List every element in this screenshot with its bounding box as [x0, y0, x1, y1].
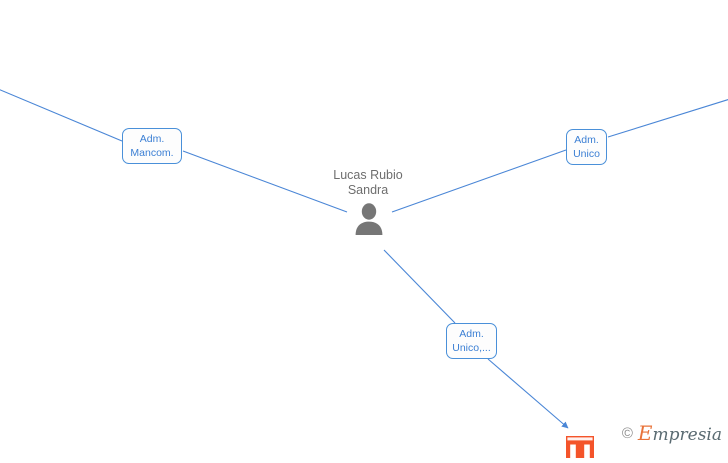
node-company-target[interactable]	[566, 436, 594, 458]
person-node-label-line2: Sandra	[347, 183, 389, 197]
edge-unico-multi-company	[487, 358, 569, 429]
edge-label-adm-mancom[interactable]: Adm. Mancom.	[122, 128, 182, 164]
edge-person-unico-multi	[383, 249, 456, 324]
copyright-icon: ©	[621, 425, 633, 442]
edge-label-adm-unico-multiple[interactable]: Adm. Unico,...	[446, 323, 497, 359]
edge-mancom-person	[182, 150, 348, 213]
edge-label-adm-unico[interactable]: Adm. Unico	[566, 129, 607, 165]
relationship-graph-canvas: Lucas Rubio Sandra Adm. Mancom. Adm. Uni…	[0, 89, 728, 458]
brand-wordmark: Empresia	[638, 423, 722, 444]
edge-left-offscreen	[0, 89, 123, 142]
company-building-icon	[566, 436, 594, 458]
brand-initial: E	[637, 421, 653, 445]
edge-label-line1: Adm.	[459, 328, 484, 340]
edge-label-line2: Unico,...	[452, 342, 491, 354]
edge-unico-offscreen	[607, 99, 728, 138]
edge-label-line1: Adm.	[139, 133, 165, 145]
person-icon	[355, 203, 383, 235]
watermark-empresia: © Empresia	[622, 423, 722, 444]
edge-label-line1: Adm.	[574, 134, 599, 146]
brand-rest: mpresia	[652, 425, 723, 445]
node-person-lucas-rubio-sandra[interactable]: Lucas Rubio Sandra	[327, 168, 411, 235]
person-node-label-line1: Lucas Rubio	[333, 168, 403, 182]
edge-label-line2: Unico	[573, 148, 600, 160]
edge-person-unico	[391, 149, 567, 213]
edge-label-line2: Mancom.	[130, 147, 174, 159]
